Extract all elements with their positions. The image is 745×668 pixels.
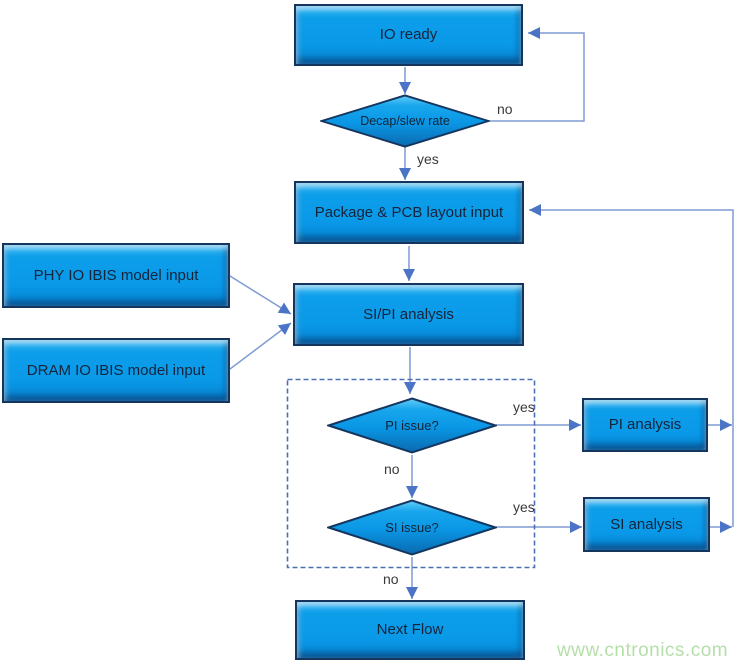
edge-label-decap-yes: yes (417, 151, 439, 167)
diamond-shape (327, 499, 497, 556)
edge-label-si-issue-yes: yes (513, 499, 535, 515)
node-decap-slew-decision: Decap/slew rate (320, 94, 490, 148)
edge-label-decap-no: no (497, 101, 513, 117)
edge-return-to-package (529, 204, 734, 527)
node-si-issue-decision: SI issue? (327, 499, 497, 556)
node-pi-issue-decision: PI issue? (327, 397, 497, 454)
edge-label-pi-issue-no: no (384, 461, 400, 477)
node-si-analysis: SI analysis (583, 497, 710, 552)
edge-phy-to-sipi (229, 275, 292, 315)
node-pi-analysis-label: PI analysis (608, 416, 682, 434)
node-phy-ibis-input: PHY IO IBIS model input (2, 243, 230, 308)
node-next-flow-label: Next Flow (376, 621, 444, 639)
node-dram-ibis-input: DRAM IO IBIS model input (2, 338, 230, 403)
node-package-pcb-input-label: Package & PCB layout input (314, 203, 504, 221)
watermark-cntronics: www.cntronics.com (557, 640, 729, 661)
edge-label-si-issue-no: no (383, 571, 399, 587)
node-next-flow: Next Flow (295, 600, 525, 660)
node-si-issue-label: SI issue? (385, 520, 439, 535)
edge-dram-to-sipi (229, 322, 292, 370)
node-pi-issue-label: PI issue? (385, 418, 439, 433)
node-io-ready-label: IO ready (379, 26, 438, 44)
diamond-shape (327, 397, 497, 454)
node-package-pcb-input: Package & PCB layout input (294, 181, 524, 244)
node-sipi-analysis-label: SI/PI analysis (363, 305, 454, 323)
node-dram-ibis-input-label: DRAM IO IBIS model input (26, 361, 206, 379)
node-phy-ibis-input-label: PHY IO IBIS model input (33, 266, 199, 284)
node-io-ready: IO ready (294, 4, 523, 66)
node-sipi-analysis: SI/PI analysis (293, 283, 524, 346)
diamond-shape (320, 94, 490, 148)
node-pi-analysis: PI analysis (582, 398, 708, 452)
edge-label-pi-issue-yes: yes (513, 399, 535, 415)
node-si-analysis-label: SI analysis (610, 515, 683, 533)
node-decap-slew-label: Decap/slew rate (360, 114, 450, 128)
